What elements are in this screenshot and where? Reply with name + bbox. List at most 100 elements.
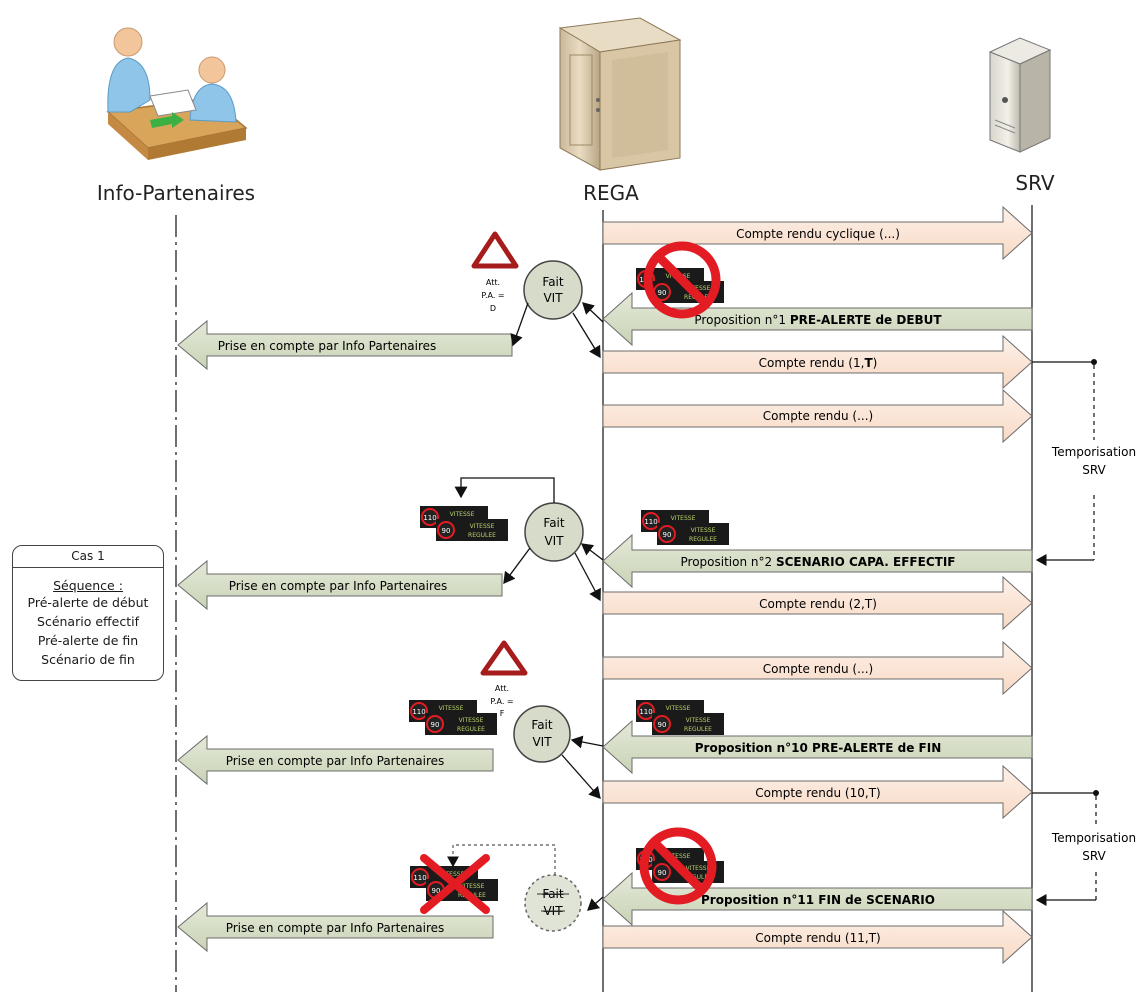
- att-fin-line1: Att.: [495, 684, 509, 693]
- rega-server-icon: [558, 17, 682, 171]
- fait-vit-node-1: Fait VIT: [523, 260, 583, 320]
- arrow-from-fait-3: [561, 754, 601, 799]
- att-debut-line2: P.A. =: [481, 291, 504, 300]
- arrow-to-fait-3: [570, 735, 604, 749]
- msg-prop11-arrow: Proposition n°11 FIN de SCENARIO: [602, 871, 1033, 927]
- no-entry-icon-2: [639, 827, 717, 905]
- sign-speed: 110: [639, 708, 652, 716]
- msg-prop1-arrow: Proposition n°1 PRE-ALERTE de DEBUT: [602, 291, 1033, 347]
- att-fin-line3: F: [500, 709, 505, 718]
- att-fin-line2: P.A. =: [490, 697, 513, 706]
- arrow-fait-to-sign-2: [454, 477, 555, 503]
- msg-cr11-label: Compte rendu (11,T): [755, 931, 880, 945]
- sign-word1: VITESSE: [691, 527, 716, 534]
- msg-prise-arrow-3: Prise en compte par Info Partenaires: [177, 734, 494, 786]
- msg-cr-etc-label-2: Compte rendu (...): [763, 662, 873, 676]
- sign-word2: REGULEE: [689, 536, 717, 543]
- actor-info-label: Info-Partenaires: [97, 181, 255, 205]
- msg-cr-etc-label-1: Compte rendu (...): [763, 409, 873, 423]
- sign-word1: VITESSE: [440, 871, 465, 878]
- arrow-from-fait-1: [572, 312, 601, 359]
- vms-signs-4: 110 VITESSE 90 VITESSE REGULEE: [409, 700, 497, 735]
- tempo-label-1-line1: Temporisation: [1051, 445, 1136, 459]
- msg-prop2-label: Proposition n°2 SCENARIO CAPA. EFFECTIF: [681, 555, 956, 569]
- sign-speed: 110: [644, 518, 657, 526]
- sign-speed: 90: [658, 869, 667, 877]
- sign-speed: 90: [431, 721, 440, 729]
- sign-word2: REGULEE: [468, 532, 496, 539]
- fait-vit-line1: Fait: [531, 718, 552, 732]
- case-line: Scénario de fin: [41, 652, 135, 667]
- sign-speed: 90: [432, 887, 441, 895]
- sign-word1: VITESSE: [686, 865, 711, 872]
- sign-word1: VITESSE: [450, 511, 475, 518]
- msg-cr1-label: Compte rendu (1,T): [759, 356, 878, 370]
- msg-prise-arrow-4: Prise en compte par Info Partenaires: [177, 901, 494, 953]
- case-title: Cas 1: [13, 546, 163, 568]
- fait-vit-line1: Fait: [542, 275, 563, 289]
- sign-word2: REGULEE: [684, 726, 712, 733]
- msg-prise-arrow-2: Prise en compte par Info Partenaires: [177, 559, 503, 611]
- sign-word1: VITESSE: [439, 705, 464, 712]
- sign-speed: 90: [663, 531, 672, 539]
- msg-cr-etc-arrow-1: Compte rendu (...): [602, 388, 1033, 444]
- fait-vit-node-2: Fait VIT: [524, 502, 584, 562]
- arrow-to-fait-2: [580, 543, 604, 561]
- tempo-bracket-1: [1032, 359, 1097, 566]
- msg-cr11-arrow: Compte rendu (11,T): [602, 909, 1033, 965]
- case-line: Pré-alerte de début: [27, 595, 149, 610]
- sign-speed: 90: [658, 721, 667, 729]
- msg-prise-label-1: Prise en compte par Info Partenaires: [218, 339, 437, 353]
- sign-word2: REGULEE: [457, 726, 485, 733]
- att-debut-line1: Att.: [486, 278, 500, 287]
- msg-prise-label-3: Prise en compte par Info Partenaires: [226, 754, 445, 768]
- sign-word2: REGULEE: [684, 874, 712, 881]
- msg-cr-etc-arrow-2: Compte rendu (...): [602, 640, 1033, 696]
- case-sequence-label: Séquence :: [53, 578, 123, 593]
- no-entry-icon-1: [643, 241, 721, 319]
- msg-cr1-arrow: Compte rendu (1,T): [602, 334, 1033, 390]
- arrow-fait-to-prise-2: [503, 547, 531, 585]
- tempo-label-2-line2: SRV: [1082, 849, 1106, 863]
- arrow-to-fait-1: [582, 302, 604, 323]
- fait-vit-line2: VIT: [543, 291, 563, 305]
- fait-vit-line2: VIT: [544, 534, 564, 548]
- arrow-fait-to-prise-1: [510, 302, 529, 347]
- arrow-from-fait-2: [574, 552, 601, 602]
- msg-cr10-label: Compte rendu (10,T): [755, 786, 880, 800]
- fait-vit-line1: Fait: [543, 516, 564, 530]
- msg-cr10-arrow: Compte rendu (10,T): [602, 764, 1033, 820]
- case-line: Scénario effectif: [37, 614, 139, 629]
- msg-prop11-label: Proposition n°11 FIN de SCENARIO: [701, 893, 935, 907]
- sign-word1: VITESSE: [671, 515, 696, 522]
- fait-vit-line2: VIT: [532, 735, 552, 749]
- sign-word1: VITESSE: [666, 705, 691, 712]
- sign-word1: VITESSE: [470, 523, 495, 530]
- sign-word1: VITESSE: [686, 717, 711, 724]
- case-box: Cas 1 Séquence : Pré-alerte de début Scé…: [12, 545, 164, 681]
- msg-cr2-label: Compte rendu (2,T): [759, 597, 877, 611]
- msg-prise-label-4: Prise en compte par Info Partenaires: [226, 921, 445, 935]
- att-debut-line3: D: [490, 304, 496, 313]
- msg-prise-label-2: Prise en compte par Info Partenaires: [229, 579, 448, 593]
- sign-speed: 110: [423, 514, 436, 522]
- arrow-to-fait-4: [587, 896, 604, 911]
- msg-prise-arrow-1: Prise en compte par Info Partenaires: [177, 319, 513, 371]
- vms-signs-3: 110 VITESSE 90 VITESSE REGULEE: [641, 510, 729, 545]
- sign-speed: 110: [412, 708, 425, 716]
- fait-vit-node-3: Fait VIT: [513, 705, 571, 763]
- sign-word1: VITESSE: [459, 717, 484, 724]
- tempo-label-2-line1: Temporisation: [1051, 831, 1136, 845]
- meeting-icon: [106, 27, 248, 160]
- case-line: Pré-alerte de fin: [37, 633, 139, 648]
- arrow-fait-to-sign-4: [447, 844, 556, 875]
- actor-srv-label: SRV: [1015, 171, 1054, 195]
- msg-cr2-arrow: Compte rendu (2,T): [602, 575, 1033, 631]
- sign-word1: VITESSE: [460, 883, 485, 890]
- actor-rega-label: REGA: [583, 181, 639, 205]
- sign-speed: 90: [658, 289, 667, 297]
- sign-word1: VITESSE: [686, 285, 711, 292]
- cross-icon: [420, 854, 490, 914]
- warning-triangle-icon-2: [480, 640, 528, 676]
- tempo-bracket-2: [1032, 790, 1099, 906]
